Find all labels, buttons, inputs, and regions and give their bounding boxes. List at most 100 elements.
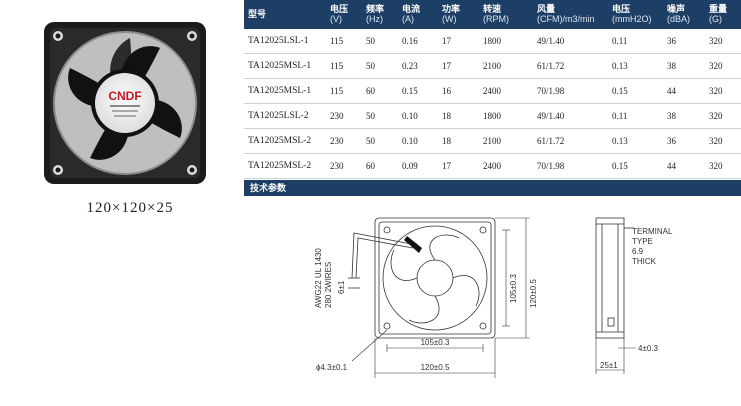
table-cell: 0.16 xyxy=(398,29,438,54)
table-cell: 17 xyxy=(438,29,479,54)
table-cell: 115 xyxy=(326,53,362,79)
table-cell: 0.15 xyxy=(398,78,438,104)
inner-height-label: 105±0.3 xyxy=(509,274,518,303)
table-header-cell: 电压(mmH2O) xyxy=(608,0,663,29)
table-header-cell: 电流(A) xyxy=(398,0,438,29)
fan-photo: CNDF xyxy=(40,18,210,188)
table-cell: 38 xyxy=(663,103,705,129)
header-unit: (A) xyxy=(402,14,414,24)
wire-spec-label: AWG22 UL 1430 xyxy=(314,248,323,308)
table-cell: 60 xyxy=(362,78,398,104)
table-cell: 0.13 xyxy=(608,53,663,79)
table-cell: 61/1.72 xyxy=(533,53,608,79)
header-label: 电压 xyxy=(612,4,631,14)
table-cell: 36 xyxy=(663,29,705,54)
table-cell: 320 xyxy=(705,29,741,54)
table-cell: 230 xyxy=(326,128,362,154)
table-cell: 230 xyxy=(326,153,362,179)
outer-width-label: 120±0.5 xyxy=(421,363,450,372)
table-header-cell: 频率(Hz) xyxy=(362,0,398,29)
table-cell: 50 xyxy=(362,53,398,79)
flange-label: 4±0.3 xyxy=(638,344,659,353)
wire-length-label: 6±1 xyxy=(337,280,346,294)
table-cell: 320 xyxy=(705,78,741,104)
table-cell: 16 xyxy=(438,78,479,104)
header-unit: (dBA) xyxy=(667,14,691,24)
model-cell: TA12025MSL-2 xyxy=(244,128,326,154)
header-unit: (V) xyxy=(330,14,342,24)
table-cell: 50 xyxy=(362,29,398,54)
header-label: 风量 xyxy=(537,4,556,14)
table-cell: 17 xyxy=(438,53,479,79)
model-cell: TA12025LSL-1 xyxy=(244,29,326,54)
brand-logo: CNDF xyxy=(108,89,141,103)
table-cell: 50 xyxy=(362,103,398,129)
header-unit: (W) xyxy=(442,14,457,24)
table-header-cell: 风量(CFM)/m3/min xyxy=(533,0,608,29)
table-cell: 115 xyxy=(326,78,362,104)
header-unit: (G) xyxy=(709,14,722,24)
model-cell: TA12025MSL-2 xyxy=(244,153,326,179)
table-cell: 0.11 xyxy=(608,29,663,54)
terminal-label-2: TYPE xyxy=(632,237,653,246)
header-label: 电压 xyxy=(330,4,349,14)
table-header-cell: 转速(RPM) xyxy=(479,0,533,29)
table-cell: 18 xyxy=(438,128,479,154)
table-cell: 320 xyxy=(705,128,741,154)
header-label: 型号 xyxy=(248,9,267,19)
wire-count-label: 280 2WIRES xyxy=(324,262,333,308)
header-unit: (mmH2O) xyxy=(612,14,652,24)
table-cell: 60 xyxy=(362,153,398,179)
model-cell: TA12025MSL-1 xyxy=(244,53,326,79)
table-cell: 0.15 xyxy=(608,78,663,104)
table-cell: 0.10 xyxy=(398,128,438,154)
table-cell: 320 xyxy=(705,53,741,79)
depth-label: 25±1 xyxy=(600,361,618,370)
table-cell: 0.09 xyxy=(398,153,438,179)
header-label: 功率 xyxy=(442,4,461,14)
side-view xyxy=(595,217,625,339)
front-view-frame xyxy=(374,217,496,339)
lead-wire xyxy=(351,232,412,279)
table-header-row: 型号电压(V)频率(Hz)电流(A)功率(W)转速(RPM)风量(CFM)/m3… xyxy=(244,0,741,29)
mount-hole xyxy=(479,226,487,234)
table-cell: 38 xyxy=(663,53,705,79)
table-cell: 115 xyxy=(326,29,362,54)
model-cell: TA12025LSL-2 xyxy=(244,103,326,129)
table-header-cell: 噪声(dBA) xyxy=(663,0,705,29)
header-unit: (Hz) xyxy=(366,14,383,24)
table-cell: 0.13 xyxy=(608,128,663,154)
table-cell: 0.15 xyxy=(608,153,663,179)
header-unit: (RPM) xyxy=(483,14,509,24)
hole-label: ϕ4.3±0.1 xyxy=(316,363,348,372)
table-cell: 49/1.40 xyxy=(533,29,608,54)
table-cell: 320 xyxy=(705,103,741,129)
table-cell: 2100 xyxy=(479,128,533,154)
header-label: 重量 xyxy=(709,4,728,14)
front-view-ring xyxy=(382,225,488,331)
header-label: 频率 xyxy=(366,4,385,14)
table-header-cell: 电压(V) xyxy=(326,0,362,29)
outer-height-label: 120±0.5 xyxy=(529,279,538,308)
table-cell: 44 xyxy=(663,78,705,104)
header-unit: (CFM)/m3/min xyxy=(537,14,595,24)
header-label: 噪声 xyxy=(667,4,686,14)
table-header-cell: 重量(G) xyxy=(705,0,741,29)
mount-hole xyxy=(383,322,391,330)
table-cell: 0.11 xyxy=(608,103,663,129)
size-label: 120×120×25 xyxy=(86,200,174,216)
hole-leader xyxy=(351,329,388,362)
model-cell: TA12025MSL-1 xyxy=(244,78,326,104)
table-cell: 1800 xyxy=(479,29,533,54)
table-cell: 17 xyxy=(438,153,479,179)
table-cell: 44 xyxy=(663,153,705,179)
spec-table: 型号电压(V)频率(Hz)电流(A)功率(W)转速(RPM)风量(CFM)/m3… xyxy=(244,0,741,179)
front-view-hub xyxy=(416,259,454,297)
table-cell: 0.10 xyxy=(398,103,438,129)
